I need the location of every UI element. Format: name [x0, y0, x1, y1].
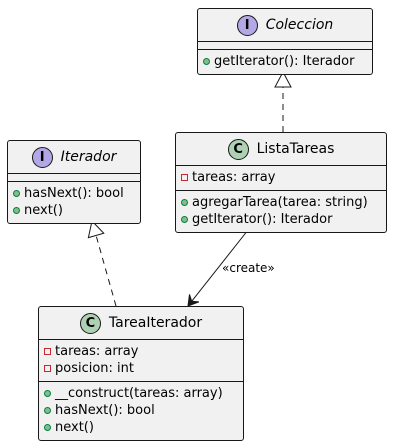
class-header: I Iterador: [8, 141, 140, 173]
section-divider: [8, 173, 140, 174]
class-header: I Coleccion: [198, 9, 372, 41]
section-divider: [39, 339, 243, 340]
private-visibility-icon: [176, 174, 192, 181]
realization-arrowhead: [87, 219, 105, 239]
section-divider: [176, 165, 386, 166]
realization-arrowhead: [274, 70, 292, 88]
member-text: tareas: array: [55, 344, 139, 359]
public-visibility-icon: [39, 424, 55, 431]
member-text: getIterator(): Iterador: [214, 54, 355, 69]
private-visibility-icon: [39, 365, 55, 372]
class-tareaIterador: C TareaIterador tareas: array posicion: int…: [38, 306, 244, 441]
dependency-edge: [187, 229, 249, 307]
class-icon: C: [79, 312, 101, 334]
section-divider: [176, 190, 386, 191]
member-text: agregarTarea(tarea: string): [192, 195, 368, 210]
member-text: next(): [24, 203, 63, 218]
methods-section: agregarTarea(tarea: string) getIterator()…: [176, 191, 386, 232]
methods-section: __construct(tareas: array) hasNext(): boo…: [39, 382, 243, 440]
method-row: getIterator(): Iterador: [198, 53, 372, 70]
member-text: posicion: int: [55, 361, 135, 376]
methods-section: getIterator(): Iterador: [198, 50, 372, 74]
field-row: tareas: array: [176, 169, 386, 186]
private-visibility-icon: [39, 348, 55, 355]
create-dependency-label: «create»: [222, 261, 275, 275]
class-icon: C: [227, 138, 249, 160]
fields-section: tareas: array posicion: int: [39, 340, 243, 381]
public-visibility-icon: [8, 190, 24, 197]
method-row: getIterator(): Iterador: [176, 211, 386, 228]
edge-line: [188, 229, 249, 306]
member-text: next(): [55, 420, 94, 435]
section-divider: [198, 49, 372, 50]
public-visibility-icon: [176, 216, 192, 223]
member-text: hasNext(): bool: [24, 186, 124, 201]
class-header: C TareaIterador: [39, 307, 243, 339]
public-visibility-icon: [39, 407, 55, 414]
class-header: C ListaTareas: [176, 133, 386, 165]
section-divider: [39, 381, 243, 382]
interface-icon: I: [31, 146, 53, 168]
realization-edge: [87, 219, 117, 307]
class-iterador: I Iterador hasNext(): bool next(): [7, 140, 141, 224]
method-row: hasNext(): bool: [8, 185, 140, 202]
public-visibility-icon: [8, 207, 24, 214]
section-divider: [198, 41, 372, 42]
field-row: tareas: array: [39, 343, 243, 360]
method-row: __construct(tareas: array): [39, 385, 243, 402]
class-name: ListaTareas: [256, 141, 335, 157]
dependency-arrowhead: [187, 294, 200, 307]
public-visibility-icon: [176, 199, 192, 206]
methods-section: hasNext(): bool next(): [8, 182, 140, 223]
member-text: __construct(tareas: array): [55, 386, 223, 401]
class-coleccion: I Coleccion getIterator(): Iterador: [197, 8, 373, 75]
method-row: next(): [8, 202, 140, 219]
class-name: Coleccion: [265, 17, 334, 33]
field-row: posicion: int: [39, 360, 243, 377]
interface-icon: I: [236, 14, 258, 36]
member-text: tareas: array: [192, 170, 276, 185]
section-divider: [8, 181, 140, 182]
class-name: TareaIterador: [108, 315, 203, 331]
method-row: agregarTarea(tarea: string): [176, 194, 386, 211]
public-visibility-icon: [39, 390, 55, 397]
class-listaTareas: C ListaTareas tareas: array agregarTarea(ta…: [175, 132, 387, 233]
realization-edge: [274, 70, 292, 132]
fields-section: [8, 174, 140, 181]
fields-section: [198, 42, 372, 49]
fields-section: tareas: array: [176, 166, 386, 190]
method-row: hasNext(): bool: [39, 402, 243, 419]
member-text: getIterator(): Iterador: [192, 212, 333, 227]
edge-line: [95, 235, 117, 307]
public-visibility-icon: [198, 58, 214, 65]
class-name: Iterador: [60, 149, 117, 165]
method-row: next(): [39, 419, 243, 436]
member-text: hasNext(): bool: [55, 403, 155, 418]
